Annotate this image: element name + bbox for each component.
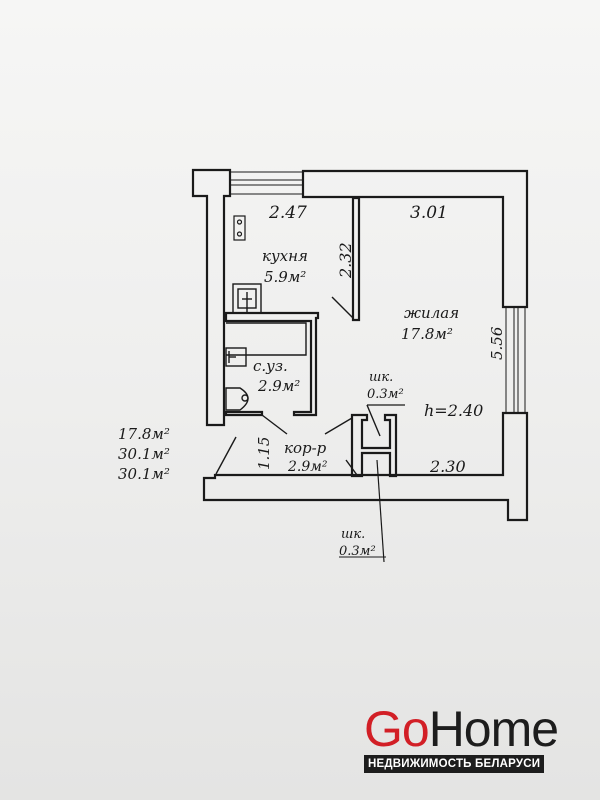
left-wall (191, 168, 232, 427)
kitchen-window (230, 171, 303, 195)
bathroom-wall (224, 311, 320, 417)
closet-inner-name: шк. (369, 370, 393, 385)
total-area-with-balcony: 30.1м² (118, 465, 170, 483)
bottom-wall (202, 411, 529, 522)
closet-door-outer (345, 459, 358, 476)
sink-icon (232, 283, 262, 314)
corridor-area: 2.9м² (287, 459, 328, 475)
dim-living-depth: 5.56 (488, 326, 506, 360)
bathroom-wall-bottom (224, 410, 264, 417)
closet-leader-line (376, 459, 385, 563)
dim-kitchen-width: 2.47 (268, 203, 307, 223)
living-window (505, 307, 526, 413)
closet-wall (350, 413, 398, 478)
entrance-door (215, 436, 237, 475)
corridor-door (324, 417, 353, 435)
gohome-logo: GoHome НЕДВИЖИМОСТЬ БЕЛАРУСИ (364, 704, 594, 773)
dim-corridor-width: 1.15 (255, 437, 273, 470)
stove-icon (233, 215, 246, 241)
bathtub-icon (225, 322, 307, 367)
walls (191, 168, 529, 563)
kitchen-area: 5.9м² (264, 268, 306, 286)
kitchen-name: кухня (262, 247, 308, 265)
corridor-name: кор-р (284, 439, 327, 457)
partition-wall (351, 196, 361, 322)
logo-go: Go (364, 701, 430, 757)
dim-living-width: 3.01 (410, 203, 448, 223)
top-wall (301, 169, 529, 309)
dim-bottom-width: 2.30 (429, 457, 466, 476)
bathroom-name: с.уз. (253, 357, 288, 375)
living-name: жилая (404, 304, 459, 322)
bathroom-area: 2.9м² (257, 377, 300, 395)
kitchen-door (331, 296, 354, 319)
closet-inner-area: 0.3м² (367, 387, 404, 402)
ceiling-height: h=2.40 (424, 401, 483, 420)
total-area: 30.1м² (118, 445, 170, 463)
living-area: 17.8м² (401, 325, 453, 343)
closet-outer-name: шк. (341, 527, 365, 542)
toilet-icon (225, 387, 249, 411)
closet-door-inner (366, 404, 381, 437)
total-living-area: 17.8м² (118, 425, 170, 443)
closet-outer-area: 0.3м² (339, 544, 376, 559)
bathroom-door (261, 414, 288, 435)
logo-home: Home (428, 701, 559, 757)
dim-kitchen-depth: 2.32 (336, 242, 355, 279)
logo-tagline: НЕДВИЖИМОСТЬ БЕЛАРУСИ (364, 755, 545, 773)
